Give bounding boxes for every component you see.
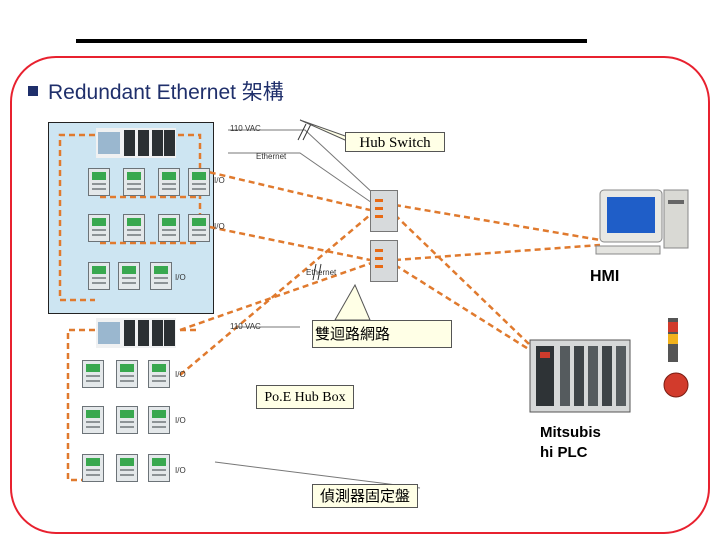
plc-rack-upper [96, 128, 176, 158]
break-mark-3 [312, 263, 317, 281]
link-lower-to-switch2 [179, 258, 381, 332]
io-label: I/O [175, 466, 186, 475]
vac-label-top: 110 VAC [230, 124, 261, 133]
io-device [88, 168, 110, 196]
io-label: I/O [175, 370, 186, 379]
io-device [88, 262, 110, 290]
link-upper2-to-switch [199, 223, 371, 262]
io-device [158, 214, 180, 242]
panel-link-right [178, 133, 202, 243]
vac-label-bottom: 110 VAC [230, 322, 261, 331]
hub-switch-device [370, 190, 398, 232]
break-mark-4 [317, 263, 322, 281]
break-mark-1 [297, 123, 307, 141]
slide-frame [10, 56, 710, 534]
link-switch-to-hmi [394, 203, 601, 242]
hmi-label: HMI [590, 268, 620, 285]
io-label: I/O [214, 176, 225, 185]
link-switch-to-plc [394, 214, 531, 346]
plc-label-line1: Mitsubis [540, 424, 601, 441]
hub-switch-device [370, 240, 398, 282]
io-device [150, 262, 172, 290]
io-device [148, 406, 170, 434]
io-device [188, 214, 210, 242]
io-device [88, 214, 110, 242]
link-upper-to-switch [199, 168, 371, 212]
bullet-square-icon [28, 86, 38, 96]
plc-label-line2: hi PLC [540, 444, 588, 461]
dual-loop-callout: 雙迴路網路 [312, 320, 452, 348]
io-device [116, 454, 138, 482]
io-device [158, 168, 180, 196]
ethernet-line-top [228, 152, 376, 206]
io-device [148, 454, 170, 482]
io-device [116, 406, 138, 434]
io-device [82, 406, 104, 434]
link-lower2-to-switch [179, 214, 371, 376]
link-switch2-to-plc [394, 263, 531, 352]
ethernet-label-mid: Ethernet [306, 268, 337, 277]
io-device [188, 168, 210, 196]
io-label: I/O [175, 416, 186, 425]
io-device [82, 454, 104, 482]
lower-loop [66, 328, 95, 482]
io-label: I/O [175, 273, 186, 282]
ethernet-label-top: Ethernet [256, 152, 287, 161]
sensor-panel-callout: 偵測器固定盤 [312, 484, 418, 508]
link-switch2-to-hmi [394, 243, 601, 262]
ac-line-top [228, 129, 376, 196]
top-rule [76, 39, 587, 43]
io-device [116, 360, 138, 388]
io-label: I/O [214, 222, 225, 231]
io-device [82, 360, 104, 388]
io-device [123, 168, 145, 196]
plc-rack-lower [96, 318, 176, 348]
io-device [123, 214, 145, 242]
io-device [118, 262, 140, 290]
break-mark-2 [302, 123, 312, 141]
io-device [148, 360, 170, 388]
sensor-line [214, 461, 421, 489]
poe-hub-box-callout: Po.E Hub Box [256, 385, 354, 409]
hub-switch-callout: Hub Switch [345, 132, 445, 152]
page-title: Redundant Ethernet 架構 [48, 81, 284, 104]
